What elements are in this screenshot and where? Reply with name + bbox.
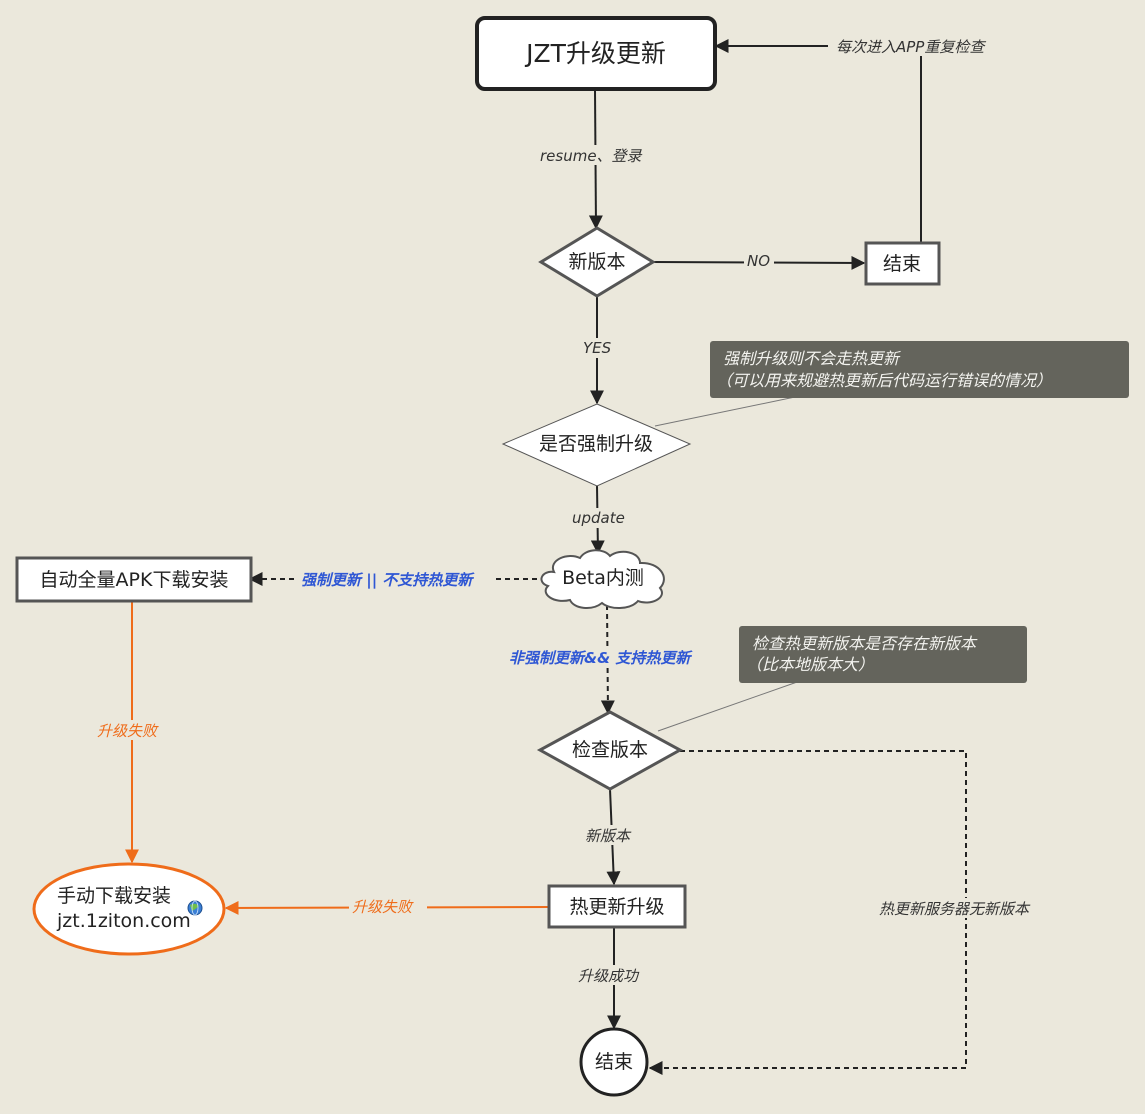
globe-icon bbox=[187, 900, 203, 916]
edge-recheck-loop bbox=[714, 39, 922, 242]
note-pointer-force bbox=[654, 396, 796, 427]
full-apk-node bbox=[15, 556, 253, 603]
manual-download-line1: 手动下载安装 bbox=[57, 885, 171, 907]
edge-label-no: NO bbox=[747, 252, 770, 270]
beta-label: Beta内测 bbox=[562, 567, 644, 589]
start-node bbox=[475, 16, 717, 91]
force-upgrade-label: 是否强制升级 bbox=[539, 433, 653, 455]
edge-label-upgrade-fail-left: 升级失败 bbox=[97, 722, 159, 740]
end-top-node bbox=[864, 241, 941, 286]
edge-label-yes: YES bbox=[583, 339, 612, 357]
edge-label-nonforce-and-hot: 非强制更新&& 支持热更新 bbox=[509, 649, 693, 667]
end-bottom-label: 结束 bbox=[595, 1051, 633, 1073]
beta-cloud bbox=[540, 549, 665, 609]
new-version-decision bbox=[538, 226, 656, 298]
end-bottom-node bbox=[579, 1027, 649, 1097]
edge-label-resume-login: resume、登录 bbox=[540, 147, 643, 165]
check-note-line2: （比本地版本大） bbox=[746, 655, 874, 674]
full-apk-label: 自动全量APK下载安装 bbox=[40, 569, 229, 591]
force-note-line2: （可以用来规避热更新后代码运行错误的情况） bbox=[716, 371, 1052, 390]
manual-download-link[interactable]: jzt.1ziton.com bbox=[56, 910, 191, 932]
start-node-label: JZT升级更新 bbox=[524, 39, 666, 68]
manual-download-node bbox=[32, 862, 226, 956]
edge-label-new-version: 新版本 bbox=[585, 827, 632, 845]
check-note-line1: 检查热更新版本是否存在新版本 bbox=[752, 634, 978, 653]
edge-label-force-or-nohot: 强制更新 || 不支持热更新 bbox=[301, 571, 475, 590]
check-version-label: 检查版本 bbox=[572, 739, 648, 761]
edge-label-upgrade-success: 升级成功 bbox=[578, 967, 640, 985]
end-top-label: 结束 bbox=[883, 253, 921, 275]
new-version-label: 新版本 bbox=[568, 251, 625, 273]
check-version-decision bbox=[536, 710, 684, 791]
force-upgrade-note bbox=[710, 341, 1129, 398]
edge-label-no-new-version: 热更新服务器无新版本 bbox=[879, 900, 1031, 918]
check-version-note bbox=[739, 626, 1027, 683]
edge-label-recheck: 每次进入APP重复检查 bbox=[836, 38, 986, 56]
hot-upgrade-label: 热更新升级 bbox=[569, 896, 664, 918]
note-pointer-check bbox=[657, 680, 801, 732]
hot-upgrade-node bbox=[547, 884, 687, 929]
edge-label-upgrade-fail-mid: 升级失败 bbox=[352, 898, 414, 916]
force-upgrade-decision bbox=[501, 403, 692, 487]
force-note-line1: 强制升级则不会走热更新 bbox=[723, 349, 901, 368]
edge-label-update: update bbox=[572, 509, 625, 527]
